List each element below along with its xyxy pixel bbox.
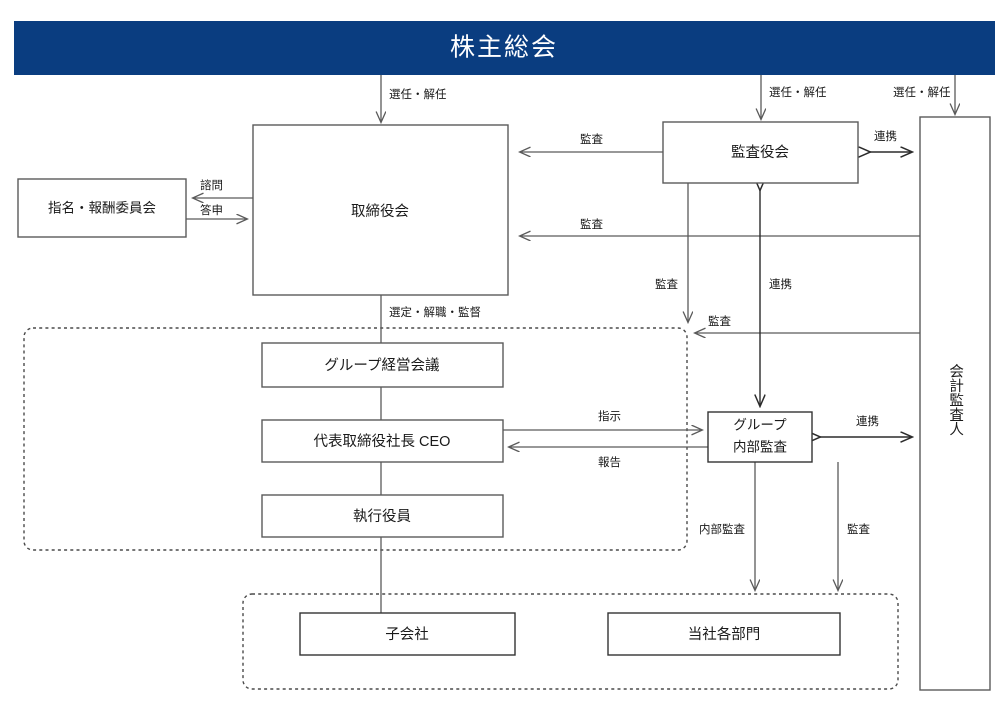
edge-label-internal-audit: 内部監査 (699, 522, 745, 536)
node-ceo[interactable] (261, 419, 504, 463)
node-company-divisions[interactable] (607, 612, 841, 656)
node-label-accounting-auditor: 会計監査人 (947, 364, 963, 437)
edge-label-cooperation-audit-internal: 連携 (769, 277, 792, 291)
shareholders-meeting-label: 株主総会 (450, 34, 558, 62)
edge-label-select-dismiss-supervise: 選定・解職・監督 (389, 305, 481, 319)
node-label-nomination-compensation-committee: 指名・報酬委員会 (48, 201, 156, 216)
edge-label-audit-to-execution-group: 監査 (655, 277, 678, 291)
node-board-of-directors[interactable] (252, 124, 509, 296)
edge-label-report-back: 答申 (200, 203, 223, 217)
node-audit-supervisory-board[interactable] (662, 121, 859, 184)
operations-group-container (242, 593, 899, 690)
node-nomination-compensation-committee[interactable] (17, 178, 187, 238)
node-label-group-internal-audit-line2: 内部監査 (733, 439, 787, 455)
node-label-company-divisions: 当社各部門 (688, 626, 761, 643)
node-label-audit-supervisory-board: 監査役会 (731, 144, 789, 161)
node-label-executive-officers: 執行役員 (353, 508, 411, 525)
node-label-group-management-meeting: グループ経営会議 (324, 356, 440, 374)
node-executive-officers[interactable] (261, 494, 504, 538)
node-label-board-of-directors: 取締役会 (351, 203, 409, 220)
shareholders-meeting-banner (14, 21, 995, 75)
edge-label-appoint-dismiss-audit-board: 選任・解任 (769, 85, 827, 99)
edge-label-audit-to-divisions: 監査 (847, 522, 870, 536)
edge-label-instruction: 指示 (598, 409, 621, 423)
edge-label-consult: 諮問 (200, 178, 223, 192)
node-label-subsidiaries: 子会社 (385, 626, 429, 643)
node-accounting-auditor[interactable] (919, 116, 991, 691)
node-group-management-meeting[interactable] (261, 342, 504, 388)
execution-group-container (23, 327, 688, 551)
node-label-group-internal-audit-line1: グループ (733, 418, 787, 433)
edge-label-appoint-dismiss-accounting-auditor: 選任・解任 (893, 85, 951, 99)
node-group-internal-audit[interactable] (707, 411, 813, 463)
edge-label-appoint-dismiss-board: 選任・解任 (389, 87, 447, 101)
node-label-ceo: 代表取締役社長 CEO (314, 433, 451, 450)
node-subsidiaries[interactable] (299, 612, 516, 656)
edge-label-cooperation-internal-accounting: 連携 (856, 414, 879, 428)
edge-label-accounting-audit-to-execution-group: 監査 (708, 314, 731, 328)
edge-label-audit-board-to-board: 監査 (580, 132, 603, 146)
edge-label-cooperation-audit-accounting: 連携 (874, 129, 897, 143)
edge-label-accounting-auditor-to-board: 監査 (580, 217, 603, 231)
edge-label-report: 報告 (598, 456, 621, 469)
